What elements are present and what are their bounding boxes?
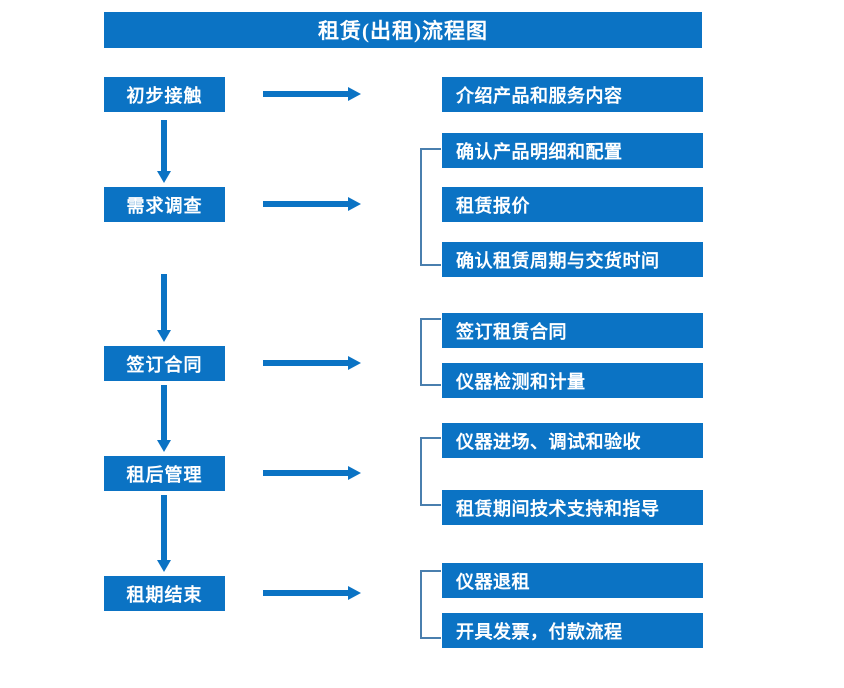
vertical-arrow-4 (157, 495, 171, 572)
detail-box-zulin-baojia[interactable]: 租赁报价 (442, 187, 703, 222)
horizontal-arrow-1 (263, 87, 361, 101)
vertical-arrow-2 (157, 274, 171, 342)
arrow-head-right-icon (348, 356, 361, 370)
stage-box-chubu-jiechu[interactable]: 初步接触 (104, 77, 225, 112)
horizontal-arrow-5 (263, 586, 361, 600)
arrow-shaft (263, 201, 349, 207)
arrow-head-down-icon (157, 330, 171, 342)
horizontal-arrow-2 (263, 197, 361, 211)
arrow-head-right-icon (348, 586, 361, 600)
stage-box-qianding-hetong[interactable]: 签订合同 (104, 346, 225, 381)
detail-box-zulin-qijian-zhichi[interactable]: 租赁期间技术支持和指导 (442, 490, 703, 525)
arrow-shaft (161, 274, 167, 330)
arrow-shaft (161, 120, 167, 171)
detail-box-yiqi-tuizu[interactable]: 仪器退租 (442, 563, 703, 598)
arrow-shaft (263, 360, 349, 366)
detail-box-yiqi-jiance-jiliang[interactable]: 仪器检测和计量 (442, 363, 703, 398)
stage-box-zuqi-jieshu[interactable]: 租期结束 (104, 576, 225, 611)
group-bracket-xuqiu-diaocha (420, 148, 441, 266)
detail-box-jieshao-chanpin[interactable]: 介绍产品和服务内容 (442, 77, 703, 112)
horizontal-arrow-4 (263, 466, 361, 480)
group-bracket-qianding-hetong (420, 318, 441, 386)
arrow-shaft (161, 495, 167, 560)
stage-box-xuqiu-diaocha[interactable]: 需求调查 (104, 187, 225, 222)
arrow-head-right-icon (348, 466, 361, 480)
diagram-title: 租赁(出租)流程图 (104, 12, 702, 48)
vertical-arrow-3 (157, 385, 171, 452)
arrow-shaft (263, 470, 349, 476)
group-bracket-zuhou-guanli (420, 437, 441, 506)
detail-box-queren-chanpin-mingxi[interactable]: 确认产品明细和配置 (442, 133, 703, 168)
arrow-shaft (263, 590, 349, 596)
arrow-head-right-icon (348, 197, 361, 211)
detail-box-queren-zulin-zhouqi[interactable]: 确认租赁周期与交货时间 (442, 242, 703, 277)
vertical-arrow-1 (157, 120, 171, 183)
detail-box-qianding-zulin-hetong[interactable]: 签订租赁合同 (442, 313, 703, 348)
arrow-shaft (161, 385, 167, 440)
arrow-head-down-icon (157, 560, 171, 572)
arrow-head-down-icon (157, 440, 171, 452)
group-bracket-zuqi-jieshu (420, 570, 441, 639)
arrow-head-right-icon (348, 87, 361, 101)
stage-box-zuhou-guanli[interactable]: 租后管理 (104, 456, 225, 491)
arrow-shaft (263, 91, 349, 97)
detail-box-kaiju-fapiao[interactable]: 开具发票，付款流程 (442, 613, 703, 648)
detail-box-yiqi-jinchang-tiaoshi[interactable]: 仪器进场、调试和验收 (442, 423, 703, 458)
horizontal-arrow-3 (263, 356, 361, 370)
arrow-head-down-icon (157, 171, 171, 183)
